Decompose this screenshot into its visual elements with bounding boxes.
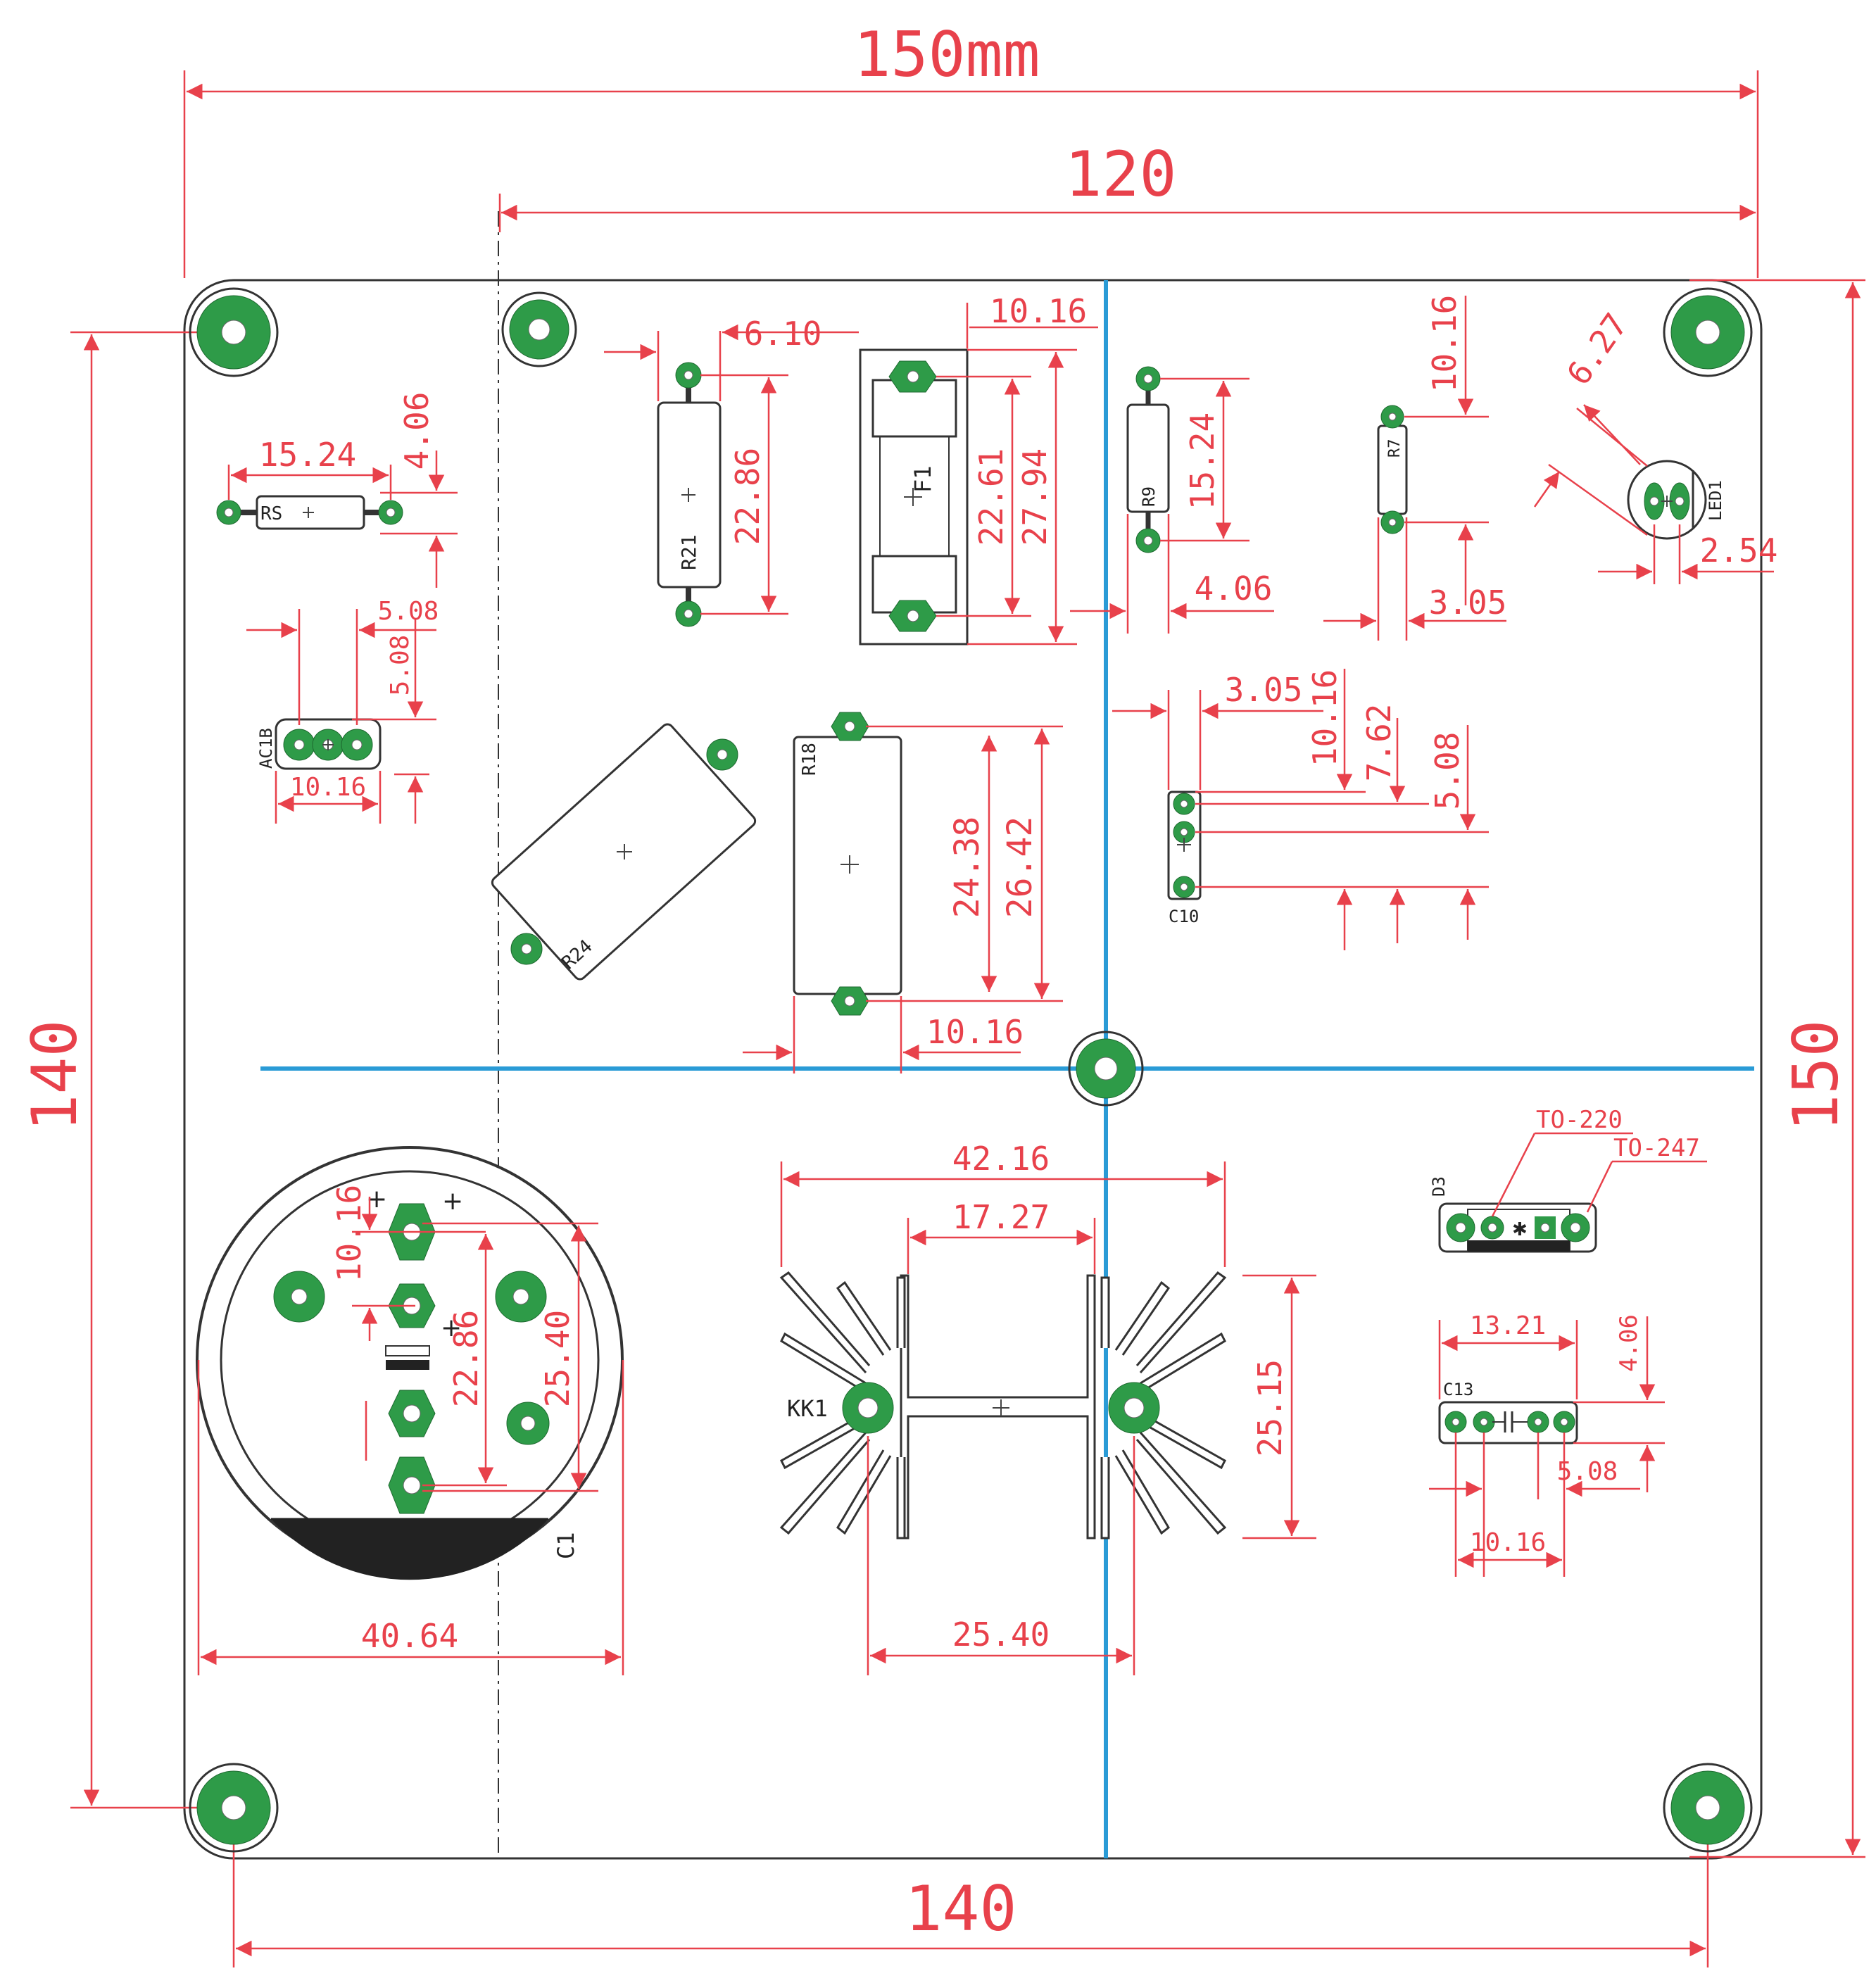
- component-rs: RS 15.24 4.06: [216, 392, 458, 588]
- c10-d2: 7.62: [1360, 704, 1398, 782]
- rs-pitch: 15.24: [259, 436, 356, 474]
- svg-text:+: +: [441, 1314, 462, 1342]
- ac1b-ref: AC1B: [256, 728, 276, 769]
- f1-offset: 10.16: [990, 292, 1087, 330]
- board-outline: [183, 279, 1763, 1860]
- c10-offset: 3.05: [1225, 671, 1303, 709]
- c13-ref: C13: [1443, 1380, 1473, 1399]
- component-kk1: KK1 42.16 17.27 25.15 25.40: [779, 1140, 1316, 1675]
- kk1-height: 25.15: [1251, 1359, 1289, 1456]
- r18-pitch: 24.38: [948, 817, 987, 919]
- f1-pitch: 22.61: [972, 448, 1010, 546]
- d3-pkg2: TO-247: [1613, 1134, 1700, 1162]
- center-marks: [303, 488, 1673, 1416]
- d3-ref: D3: [1429, 1176, 1449, 1197]
- mounting-hole-bl: [189, 1763, 279, 1853]
- dim-width-label: 150mm: [854, 18, 1040, 91]
- mounting-hole-br: [1663, 1763, 1753, 1853]
- c1-d1: 10.16: [330, 1185, 368, 1282]
- component-c13: C13 13.21 4.06 5.08 10.16: [1429, 1311, 1665, 1577]
- component-r7: R7 10.16 3.05: [1323, 295, 1506, 641]
- r9-pitch: 15.24: [1183, 413, 1221, 510]
- kk1-pitch: 25.40: [952, 1616, 1050, 1654]
- r21-offset: 6.10: [744, 315, 822, 353]
- c13-height: 4.06: [1615, 1314, 1643, 1372]
- c10-d1: 10.16: [1306, 669, 1344, 767]
- component-r9: R9 15.24 4.06: [1070, 366, 1274, 634]
- r9-width: 4.06: [1195, 569, 1273, 607]
- r18-width: 10.16: [926, 1013, 1024, 1051]
- ac1b-pitch-a: 5.08: [378, 597, 439, 626]
- c10-ref: C10: [1169, 907, 1199, 926]
- svg-text:+: +: [442, 1187, 463, 1216]
- c1-ref: C1: [553, 1532, 579, 1559]
- component-d3: ✱ D3 TO-220 TO-247: [1429, 1106, 1707, 1253]
- component-f1: F1 10.16 22.61 27.94: [859, 292, 1098, 646]
- f1-ref: F1: [909, 465, 936, 493]
- kk1-inner: 17.27: [952, 1198, 1050, 1236]
- ac1b-width: 10.16: [290, 773, 366, 802]
- mounting-hole-center: [1068, 1031, 1144, 1107]
- r18-ref: R18: [799, 743, 820, 776]
- dim-height-left-label: 140: [18, 1020, 91, 1132]
- led1-pitch: 2.54: [1700, 531, 1778, 569]
- dim-height-150-right: 150: [1689, 279, 1865, 1858]
- d3-pkg1: TO-220: [1536, 1106, 1623, 1134]
- svg-text:✱: ✱: [1512, 1219, 1528, 1240]
- dim-bottom-width-label: 140: [905, 1872, 1017, 1945]
- component-r18: R18 24.38 26.42 10.16: [743, 712, 1063, 1073]
- kk1-ref: KK1: [787, 1395, 828, 1422]
- component-c1: + + + C1 10.16 22.86 25.40 40.64: [196, 1146, 624, 1675]
- r21-pitch: 22.86: [729, 448, 767, 545]
- dim-height-140-left: 140: [18, 331, 232, 1809]
- dim-width-120: 120: [498, 138, 1756, 232]
- r9-ref: R9: [1139, 486, 1159, 507]
- mounting-hole-tl: [189, 287, 279, 377]
- c1-diameter: 40.64: [361, 1617, 458, 1655]
- r21-ref: R21: [677, 534, 700, 570]
- rs-height: 4.06: [398, 392, 436, 470]
- r7-width: 3.05: [1429, 584, 1507, 622]
- component-c10: C10 3.05 10.16 7.62 5.08: [1112, 669, 1489, 950]
- dim-height-right-label: 150: [1780, 1020, 1852, 1132]
- kk1-width: 42.16: [952, 1140, 1050, 1178]
- c13-width: 13.21: [1470, 1311, 1546, 1340]
- r18-outline: 26.42: [1000, 817, 1040, 919]
- c1-d3: 25.40: [539, 1310, 577, 1407]
- led1-diameter: 6.27: [1559, 306, 1635, 392]
- led1-ref: LED1: [1706, 480, 1725, 521]
- component-ac1b: AC1B 5.08 5.08 10.16: [246, 597, 439, 824]
- mounting-hole-tr: [1663, 287, 1753, 377]
- c13-p1: 5.08: [1557, 1457, 1618, 1486]
- dim-width-150: 150mm: [183, 18, 1759, 278]
- c1-d2: 22.86: [447, 1310, 485, 1407]
- c10-d3: 5.08: [1428, 732, 1466, 810]
- component-led1: LED1 6.27 2.54: [1533, 306, 1778, 584]
- r7-ref: R7: [1386, 439, 1404, 458]
- component-r21: R21 6.10 22.86: [604, 315, 859, 627]
- mounting-hole-inner: [501, 291, 577, 367]
- dim-inner-width-label: 120: [1065, 138, 1177, 210]
- r7-pitch: 10.16: [1425, 295, 1463, 392]
- rs-ref: RS: [260, 503, 282, 524]
- f1-outline: 27.94: [1016, 448, 1054, 546]
- ac1b-pitch-b: 5.08: [386, 635, 415, 696]
- c13-p2: 10.16: [1470, 1528, 1546, 1557]
- dim-bottom-140: 140: [232, 1809, 1709, 1967]
